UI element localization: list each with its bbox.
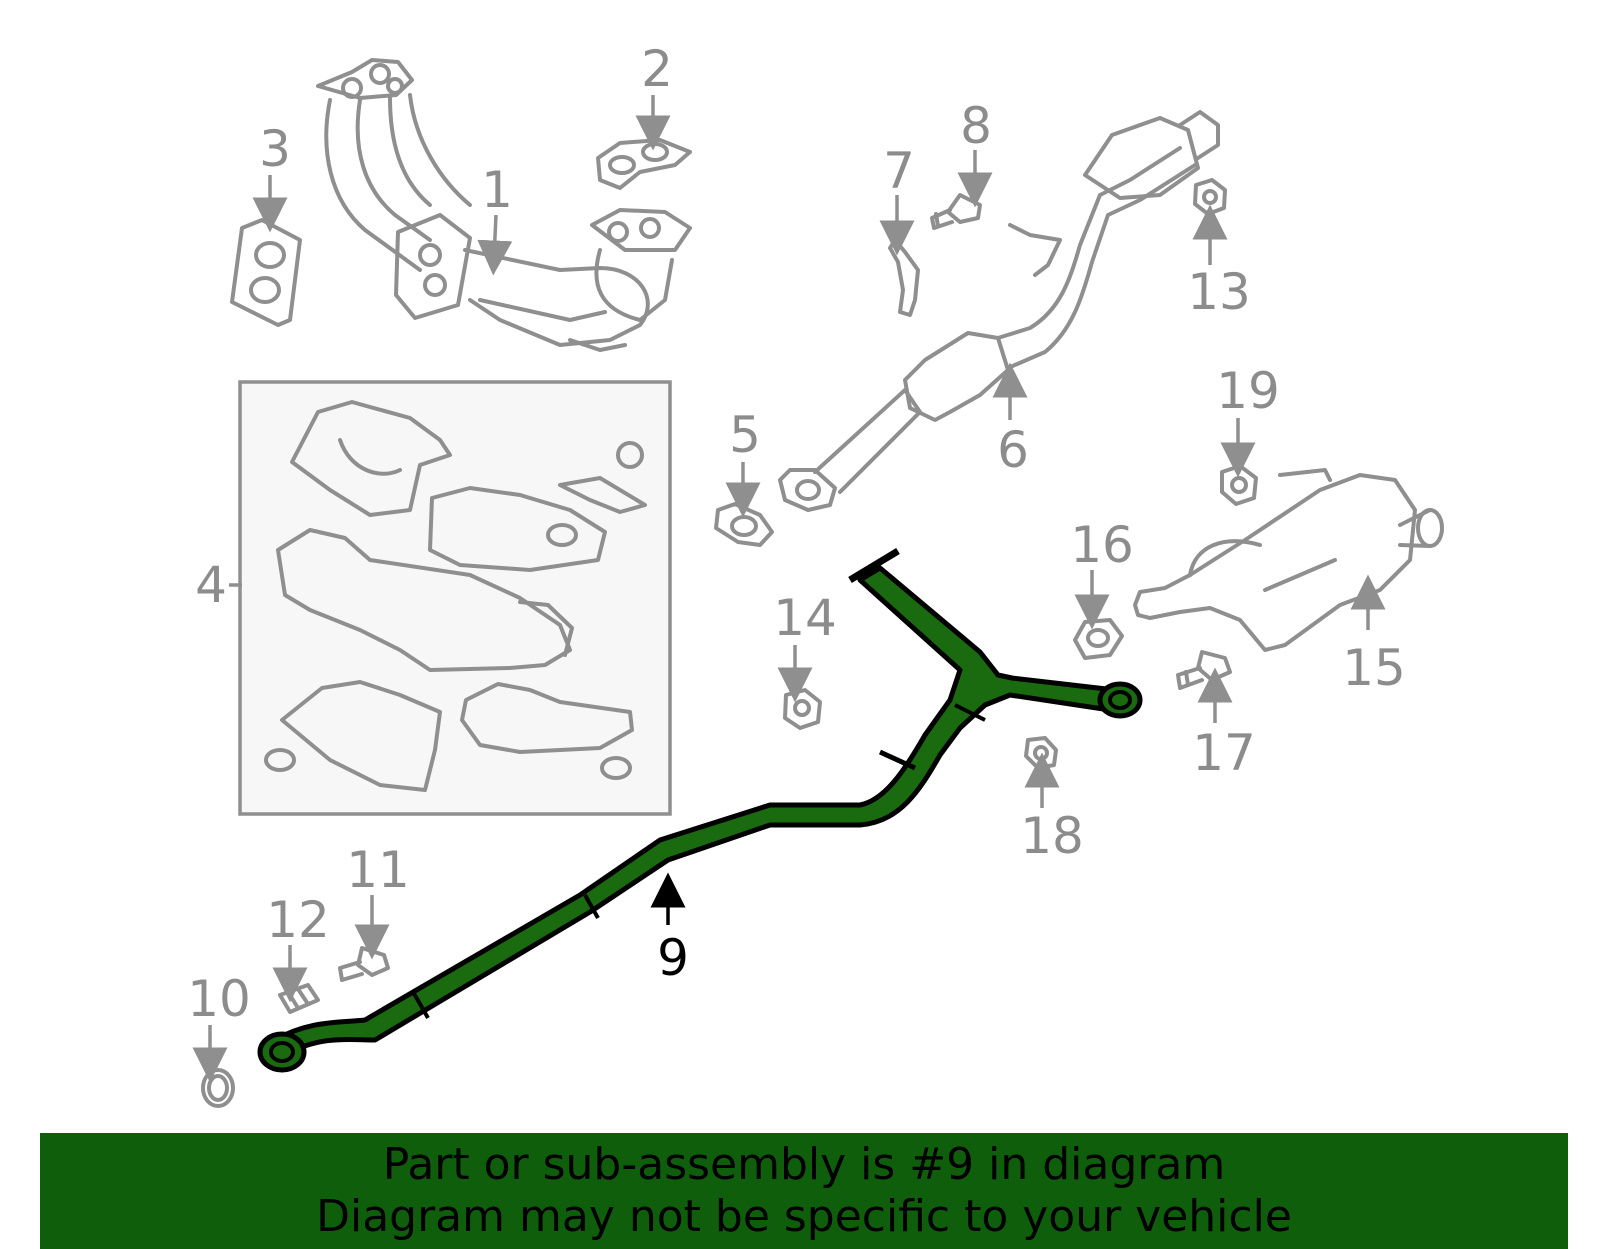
part-18-nut[interactable]: [1024, 736, 1058, 770]
leader-lines: [192, 95, 1386, 1083]
callout-19: 19: [1216, 362, 1280, 420]
part-5-gasket[interactable]: [714, 502, 774, 547]
callout-7: 7: [883, 142, 915, 200]
part-19-rubber-hanger[interactable]: [1220, 464, 1258, 506]
part-4-heat-shield-kit[interactable]: [229, 380, 672, 816]
part-2-gasket[interactable]: [596, 138, 692, 190]
callout-labels: 1 2 3 4 5 6 7 8 9 10 11 12 13 14 15 16 1…: [187, 40, 1406, 1028]
part-13-nut[interactable]: [1193, 178, 1227, 216]
callout-15: 15: [1342, 639, 1406, 697]
callout-16: 16: [1070, 516, 1134, 574]
callout-1: 1: [481, 161, 513, 219]
callout-18: 18: [1020, 807, 1084, 865]
callout-13: 13: [1187, 263, 1251, 321]
part-11-bolt[interactable]: [338, 946, 390, 982]
banner-line-1: Part or sub-assembly is #9 in diagram: [382, 1139, 1226, 1190]
part-1-front-exhaust-pipe[interactable]: [316, 58, 692, 352]
callout-2: 2: [641, 40, 673, 98]
callout-4: 4: [195, 556, 227, 614]
part-7-bracket[interactable]: [888, 238, 920, 317]
banner-line-2: Diagram may not be specific to your vehi…: [316, 1191, 1292, 1242]
callout-10: 10: [187, 970, 251, 1028]
callout-8: 8: [960, 97, 992, 155]
callout-17: 17: [1192, 724, 1256, 782]
callout-3: 3: [259, 120, 291, 178]
part-10-seal-ring[interactable]: [201, 1068, 235, 1108]
callout-14: 14: [773, 589, 837, 647]
info-banner: Part or sub-assembly is #9 in diagram Di…: [40, 1133, 1568, 1249]
part-15-muffler[interactable]: [1133, 468, 1444, 652]
callout-5: 5: [729, 406, 761, 464]
part-16-gasket[interactable]: [1073, 618, 1124, 660]
callout-11: 11: [346, 841, 410, 899]
callout-6: 6: [997, 421, 1029, 479]
part-3-gasket[interactable]: [230, 218, 302, 327]
callout-9: 9: [657, 929, 689, 987]
part-9-center-exhaust-pipe[interactable]: [257, 548, 1143, 1073]
callout-12: 12: [266, 891, 330, 949]
part-8-bolt[interactable]: [930, 193, 982, 230]
part-14-rubber-hanger[interactable]: [783, 688, 822, 730]
part-17-bolt[interactable]: [1176, 650, 1232, 690]
part-12-spring[interactable]: [278, 983, 320, 1014]
